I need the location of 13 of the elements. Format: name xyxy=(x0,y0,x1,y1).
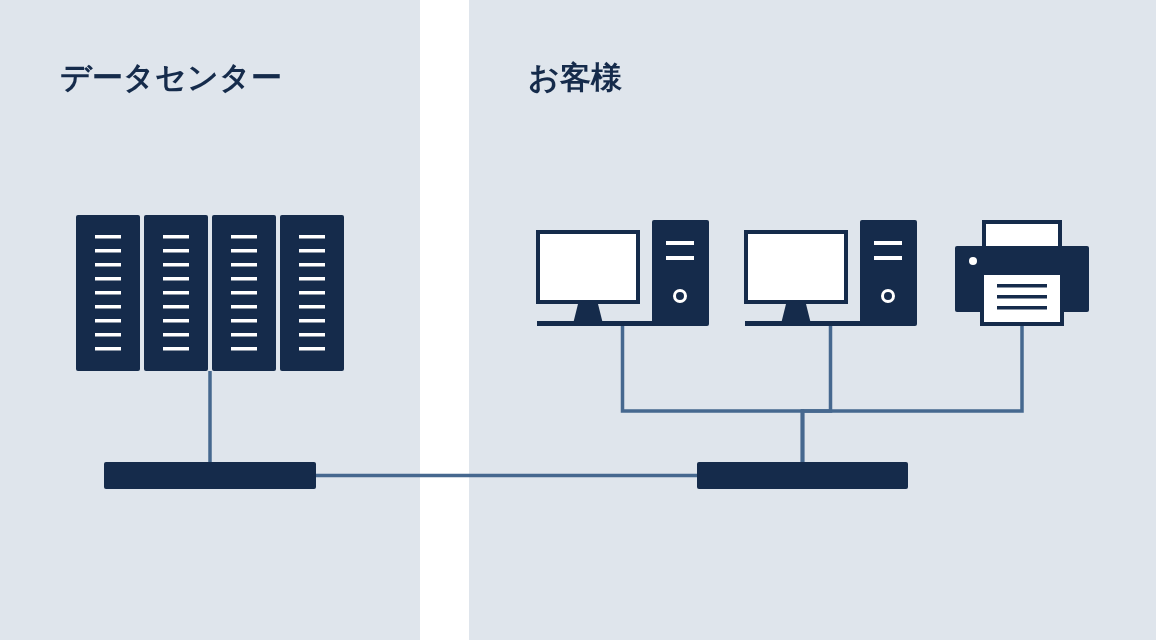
network-cable xyxy=(800,326,1024,462)
region-panel xyxy=(469,0,1156,640)
network-switch-bar xyxy=(697,462,908,489)
computer-icon xyxy=(536,220,709,326)
network-switch-bar xyxy=(104,462,316,489)
panel-heading: お客様 xyxy=(528,62,622,93)
panel-heading: データセンター xyxy=(60,62,282,93)
server-rack-drawing xyxy=(76,215,344,371)
printer-icon xyxy=(955,220,1089,326)
network-cable xyxy=(208,371,212,462)
network-cable xyxy=(316,473,697,478)
computer-icon xyxy=(744,220,917,326)
region-panel xyxy=(0,0,420,640)
